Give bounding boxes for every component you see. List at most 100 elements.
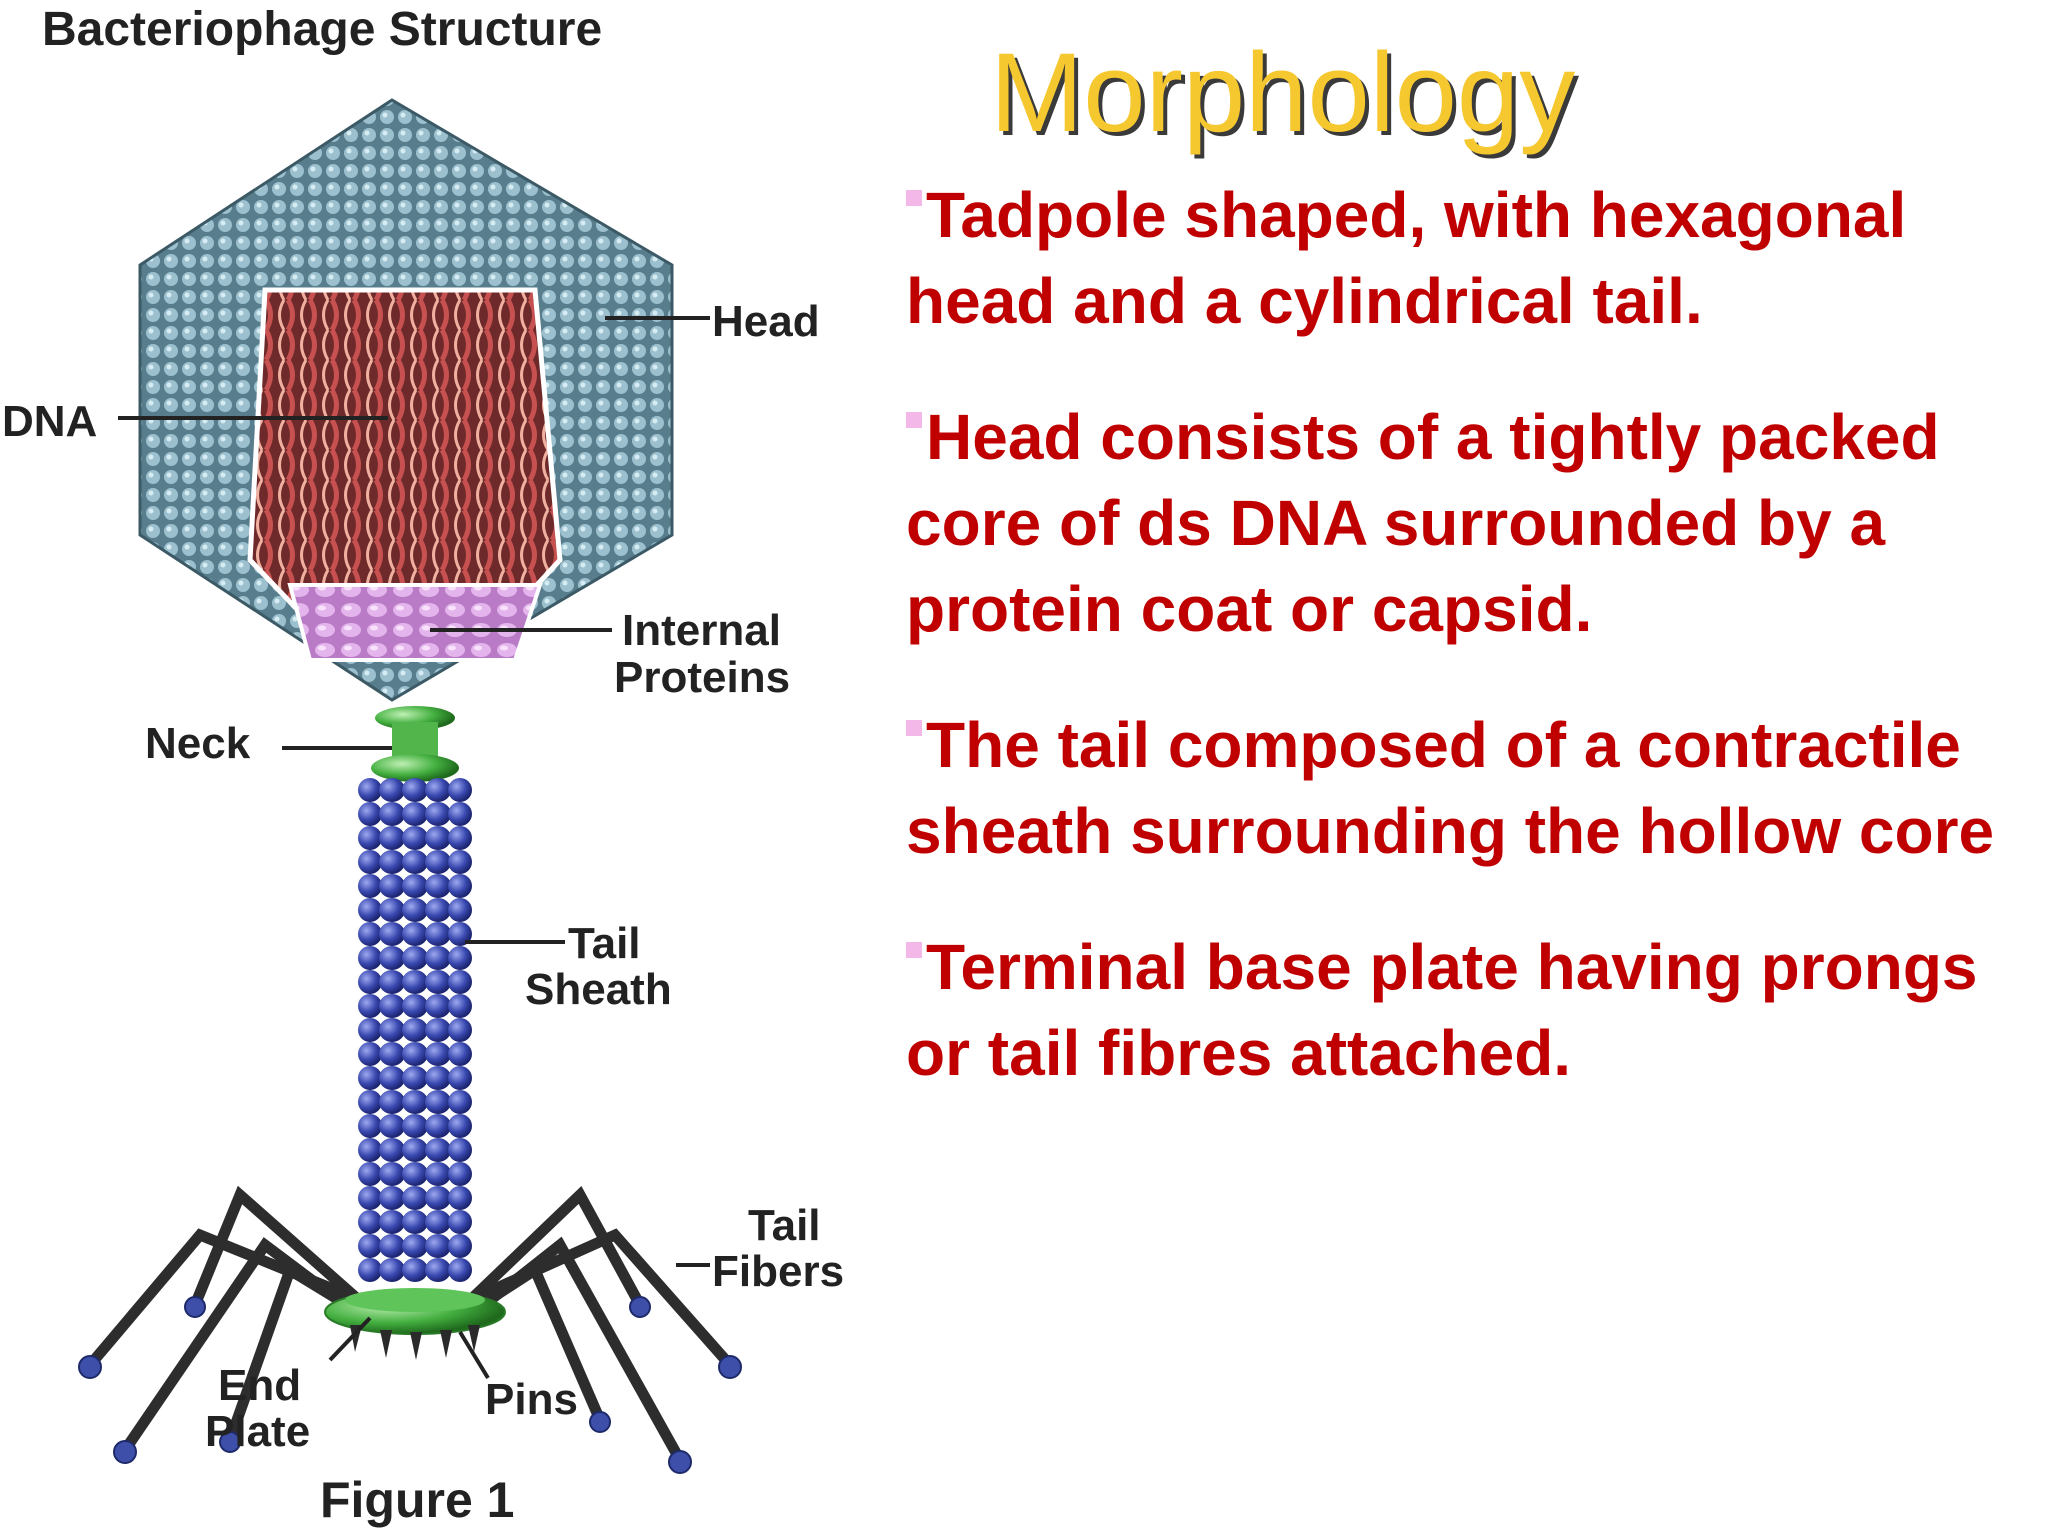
sheath-bead xyxy=(358,898,382,922)
base-plate xyxy=(324,1288,506,1335)
sheath-bead xyxy=(402,1234,428,1258)
sheath-bead xyxy=(379,1234,405,1258)
label-tail-fibers-1: Tail xyxy=(748,1201,821,1250)
bullet-text: Tadpole shaped, with hexagonal head and … xyxy=(906,179,1907,337)
sheath-bead xyxy=(358,946,382,970)
sheath-bead xyxy=(448,946,472,970)
sheath-bead xyxy=(425,778,451,802)
sheath-bead xyxy=(425,1210,451,1234)
sheath-bead xyxy=(402,994,428,1018)
sheath-bead xyxy=(379,946,405,970)
sheath-bead xyxy=(379,898,405,922)
label-head: Head xyxy=(712,297,820,346)
sheath-bead xyxy=(379,1018,405,1042)
sheath-bead xyxy=(425,826,451,850)
sheath-bead xyxy=(448,1258,472,1282)
sheath-bead xyxy=(448,1018,472,1042)
sheath-bead xyxy=(402,778,428,802)
sheath-bead xyxy=(379,994,405,1018)
sheath-bead xyxy=(379,826,405,850)
bullet-item: Tadpole shaped, with hexagonal head and … xyxy=(906,172,2026,344)
sheath-bead xyxy=(425,850,451,874)
bullet-text: The tail composed of a contractile sheat… xyxy=(906,709,1995,867)
tail-fibers xyxy=(84,1185,736,1466)
dna-core xyxy=(247,287,563,628)
sheath-bead xyxy=(358,1258,382,1282)
sheath-bead xyxy=(425,922,451,946)
sheath-bead xyxy=(448,1162,472,1186)
sheath-bead xyxy=(379,874,405,898)
sheath-bead xyxy=(379,778,405,802)
sheath-bead xyxy=(448,898,472,922)
label-internal: Internal xyxy=(622,606,781,655)
sheath-bead xyxy=(402,826,428,850)
sheath-bead xyxy=(379,922,405,946)
sheath-bead xyxy=(358,1138,382,1162)
sheath-bead xyxy=(448,1234,472,1258)
sheath-bead xyxy=(379,1138,405,1162)
sheath-bead xyxy=(358,1186,382,1210)
sheath-bead xyxy=(425,898,451,922)
sheath-bead xyxy=(379,850,405,874)
sheath-bead xyxy=(358,922,382,946)
sheath-bead xyxy=(425,1186,451,1210)
sheath-bead xyxy=(425,1042,451,1066)
sheath-bead xyxy=(402,946,428,970)
sheath-bead xyxy=(402,1162,428,1186)
sheath-bead xyxy=(358,1234,382,1258)
sheath-bead xyxy=(402,1066,428,1090)
sheath-bead xyxy=(448,994,472,1018)
sheath-bead xyxy=(448,1138,472,1162)
sheath-bead xyxy=(402,922,428,946)
bullet-list: Tadpole shaped, with hexagonal head and … xyxy=(906,172,2026,1146)
sheath-bead xyxy=(425,1090,451,1114)
bullet-item: The tail composed of a contractile sheat… xyxy=(906,702,2026,874)
sheath-bead xyxy=(448,1210,472,1234)
label-end-plate-2: Plate xyxy=(205,1407,310,1456)
bullet-marker-icon xyxy=(906,412,922,428)
neck-collar xyxy=(371,706,459,782)
label-proteins: Proteins xyxy=(614,653,790,702)
sheath-bead xyxy=(425,994,451,1018)
sheath-bead xyxy=(379,1162,405,1186)
sheath-bead xyxy=(448,874,472,898)
sheath-bead xyxy=(448,1090,472,1114)
sheath-bead xyxy=(425,874,451,898)
sheath-bead xyxy=(379,1258,405,1282)
sheath-bead xyxy=(402,1090,428,1114)
sheath-bead xyxy=(402,874,428,898)
figure-caption: Figure 1 xyxy=(320,1472,514,1528)
sheath-bead xyxy=(358,994,382,1018)
sheath-bead xyxy=(448,970,472,994)
sheath-bead xyxy=(425,1234,451,1258)
sheath-bead xyxy=(402,1042,428,1066)
sheath-bead xyxy=(425,1066,451,1090)
sheath-bead xyxy=(402,1114,428,1138)
sheath-bead xyxy=(379,802,405,826)
sheath-bead xyxy=(358,1018,382,1042)
label-pins: Pins xyxy=(485,1375,578,1424)
sheath-bead xyxy=(358,1066,382,1090)
sheath-bead xyxy=(358,1114,382,1138)
bullet-item: Terminal base plate having prongs or tai… xyxy=(906,924,2026,1096)
sheath-bead xyxy=(358,1210,382,1234)
sheath-bead xyxy=(402,1258,428,1282)
label-tail-sheath-1: Tail xyxy=(568,919,641,968)
internal-proteins xyxy=(287,583,543,662)
tail-sheath xyxy=(358,778,472,1282)
sheath-bead xyxy=(402,850,428,874)
sheath-bead xyxy=(358,850,382,874)
sheath-bead xyxy=(425,946,451,970)
sheath-bead xyxy=(358,874,382,898)
bullet-text: Head consists of a tightly packed core o… xyxy=(906,401,1940,645)
bacteriophage-diagram: Bacteriophage Structure xyxy=(2,3,844,1528)
sheath-bead xyxy=(402,898,428,922)
sheath-bead xyxy=(425,802,451,826)
label-tail-fibers-2: Fibers xyxy=(712,1247,844,1296)
bullet-marker-icon xyxy=(906,720,922,736)
sheath-bead xyxy=(358,1162,382,1186)
sheath-bead xyxy=(379,1210,405,1234)
sheath-bead xyxy=(425,1258,451,1282)
label-neck: Neck xyxy=(145,719,251,768)
bullet-marker-icon xyxy=(906,942,922,958)
